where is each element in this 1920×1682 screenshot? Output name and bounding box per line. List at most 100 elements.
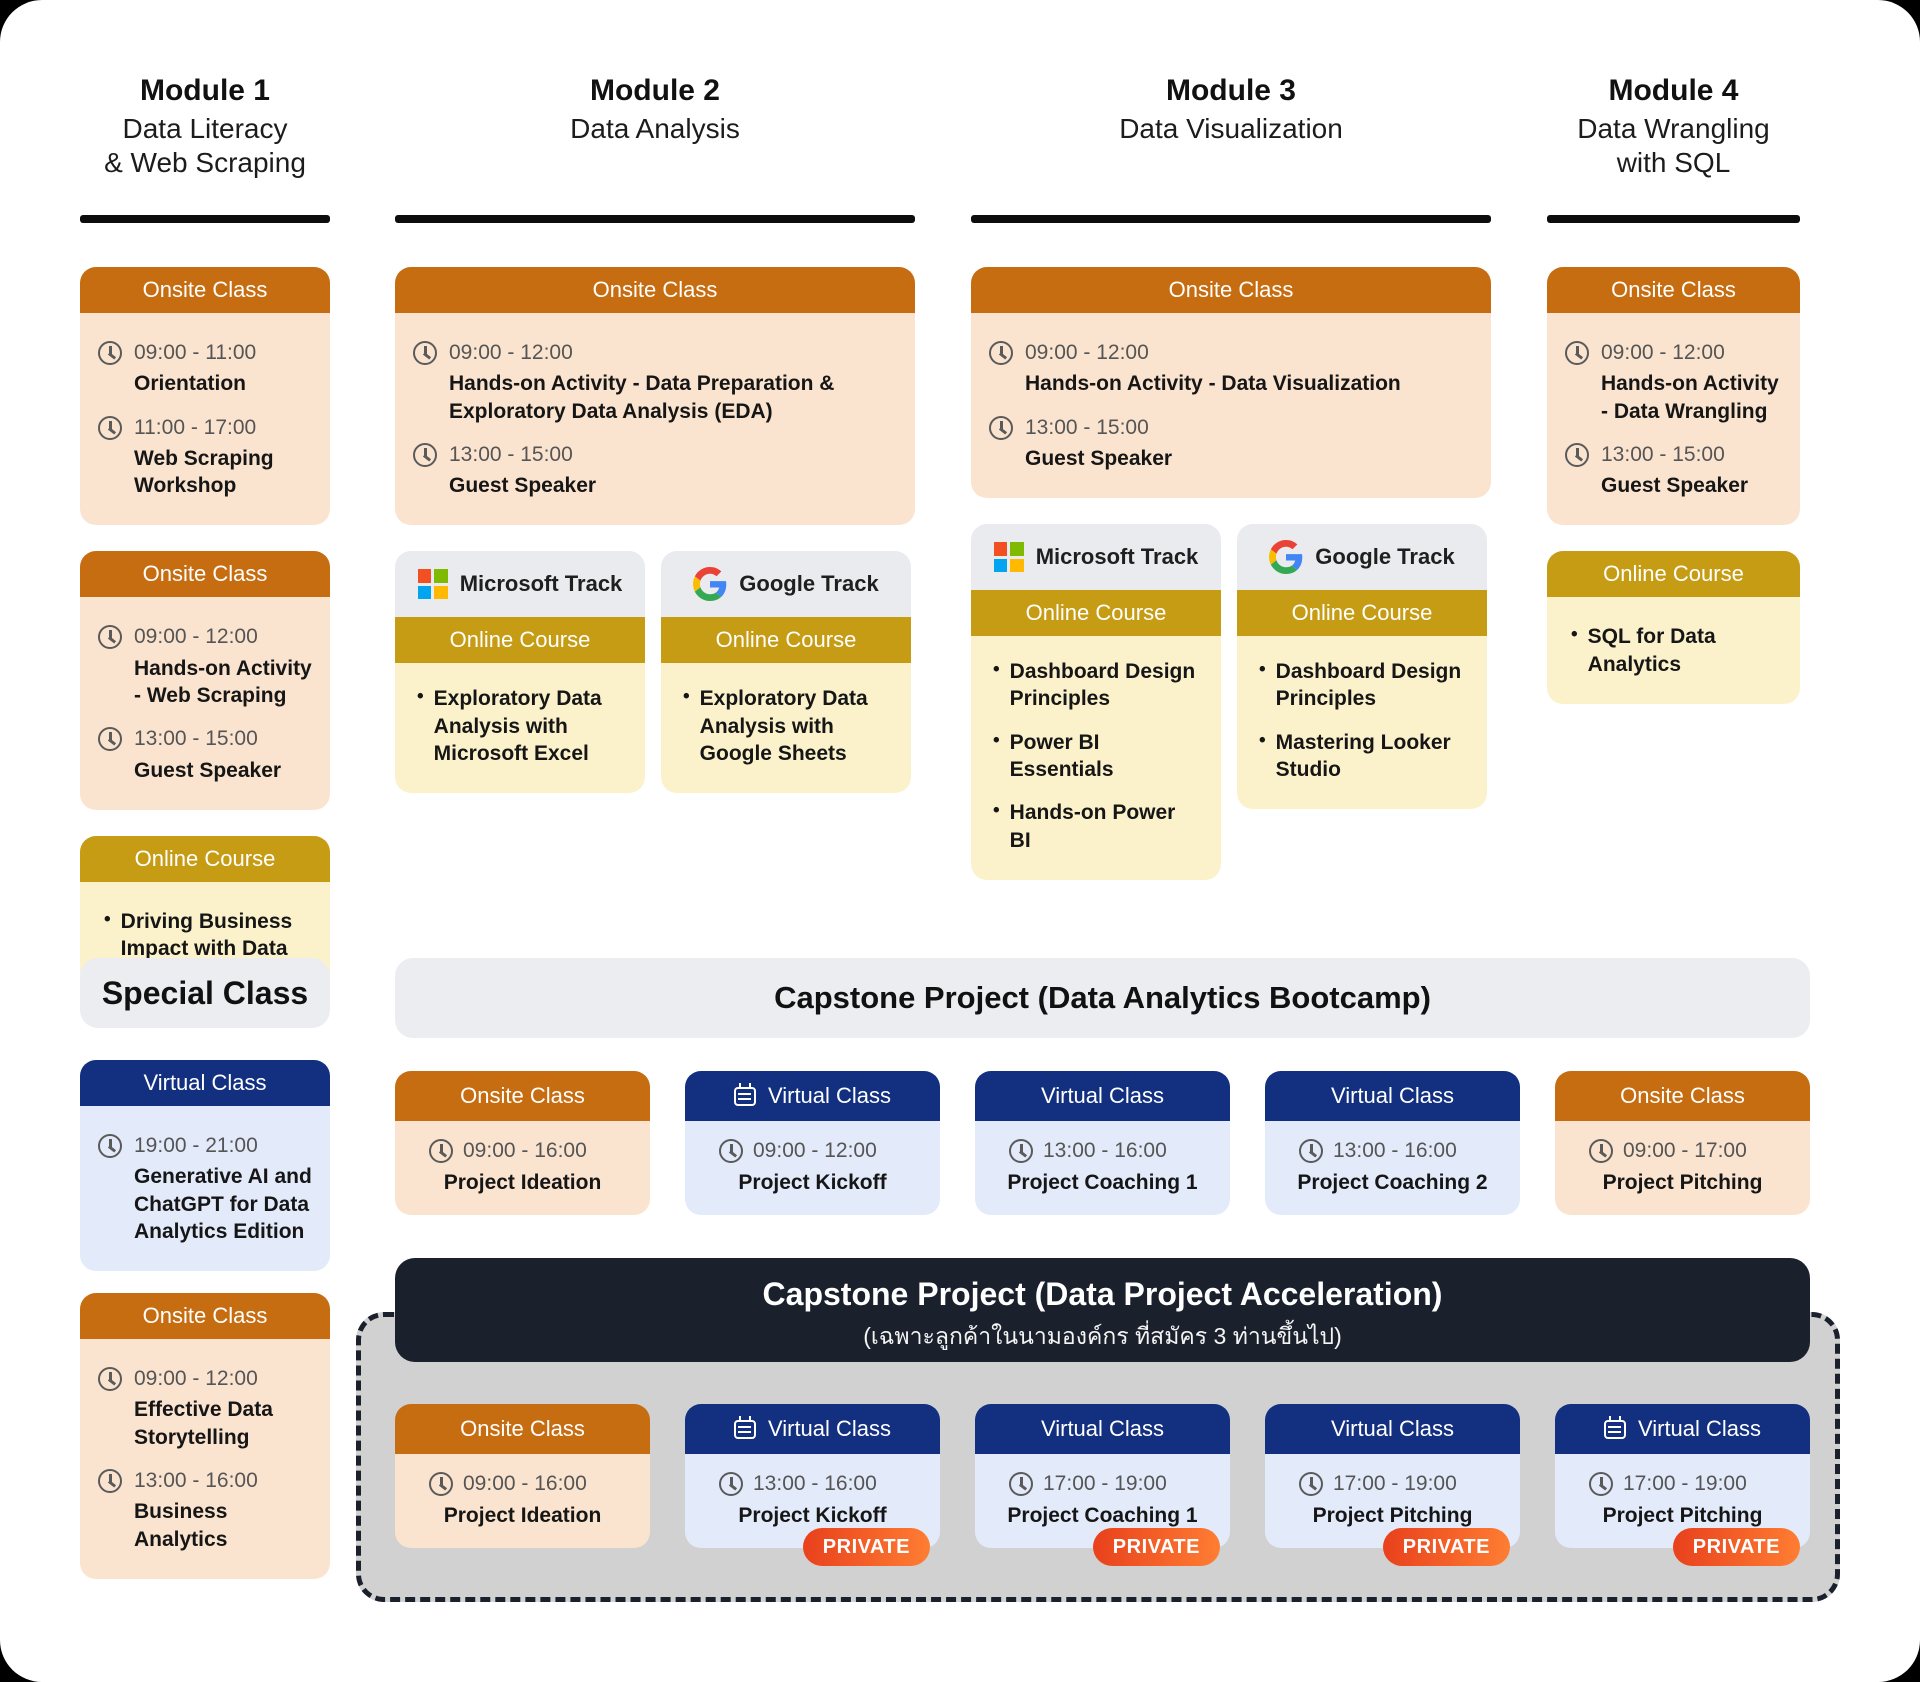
- track-row: Microsoft Track Online Course Dashboard …: [971, 524, 1491, 880]
- session-time: 09:00 - 12:00: [753, 1139, 877, 1162]
- card-header: Virtual Class: [975, 1071, 1230, 1121]
- session-time: 13:00 - 15:00: [1601, 442, 1725, 466]
- capstone-card: Virtual Class 17:00 - 19:00 Project Pitc…: [1555, 1404, 1810, 1566]
- onsite-class-card: Onsite Class 09:00 - 12:00 Hands-on Acti…: [395, 267, 915, 526]
- session-name: Project Pitching: [1312, 1504, 1473, 1528]
- clock-icon: [1589, 1471, 1613, 1496]
- session: 13:00 - 15:00 Guest Speaker: [98, 725, 314, 784]
- session-time: 13:00 - 15:00: [134, 727, 258, 751]
- special-class-header: Special Class: [80, 958, 330, 1028]
- google-logo: [1269, 540, 1303, 575]
- track-header: Microsoft Track: [971, 524, 1221, 591]
- course-item: SQL for Data Analytics: [1565, 623, 1784, 678]
- session-name: Guest Speaker: [449, 474, 597, 498]
- session-time: 09:00 - 12:00: [134, 625, 258, 649]
- clock-icon: [98, 415, 122, 440]
- session-name: Project Kickoff: [738, 1171, 887, 1195]
- module-subtitle: Data Visualization: [1119, 112, 1343, 144]
- clock-icon: [413, 341, 437, 365]
- clock-icon: [429, 1138, 453, 1163]
- module-4-heading: Module 4 Data Wrangling with SQL: [1547, 60, 1800, 223]
- session-time: 13:00 - 16:00: [1333, 1139, 1457, 1162]
- clock-icon: [989, 415, 1013, 440]
- capstone-card: Virtual Class 09:00 - 12:00 Project Kick…: [685, 1071, 940, 1215]
- online-course-card: Online Course SQL for Data Analytics: [1547, 551, 1800, 705]
- session-name: Generative AI and ChatGPT for Data Analy…: [134, 1165, 312, 1243]
- session: 09:00 - 12:00 Hands-on Activity - Data W…: [1565, 339, 1784, 425]
- capstone-card: Virtual Class 17:00 - 19:00 Project Pitc…: [1265, 1404, 1520, 1566]
- capstone-acceleration-row: Onsite Class 09:00 - 16:00 Project Ideat…: [395, 1404, 1810, 1566]
- onsite-class-card: Onsite Class 09:00 - 12:00 Hands-on Acti…: [1547, 267, 1800, 526]
- calendar-icon: [733, 1415, 756, 1439]
- card-header: Virtual Class: [1555, 1404, 1810, 1454]
- card-header: Virtual Class: [1265, 1404, 1520, 1454]
- google-track-card: Google Track Online Course Dashboard Des…: [1237, 524, 1487, 810]
- card-header: Online Course: [80, 835, 330, 882]
- session-time: 13:00 - 16:00: [753, 1472, 877, 1495]
- session-time: 13:00 - 16:00: [134, 1469, 258, 1493]
- card-header: Onsite Class: [80, 1293, 330, 1340]
- session-time: 09:00 - 16:00: [463, 1472, 587, 1495]
- module-title: Module 1: [139, 74, 270, 107]
- module-1-column: Module 1 Data Literacy & Web Scraping On…: [80, 60, 330, 989]
- clock-icon: [1009, 1138, 1033, 1163]
- track-name: Google Track: [739, 571, 879, 597]
- card-header: Onsite Class: [1547, 267, 1800, 313]
- session-name: Project Pitching: [1602, 1504, 1763, 1528]
- card-header: Virtual Class: [80, 1060, 330, 1106]
- clock-icon: [98, 341, 122, 365]
- clock-icon: [719, 1471, 743, 1496]
- session-time: 13:00 - 15:00: [449, 442, 573, 466]
- onsite-class-card: Onsite Class 09:00 - 12:00 Hands-on Acti…: [971, 267, 1491, 499]
- session-name: Project Coaching 1: [1007, 1171, 1198, 1195]
- acceleration-subtitle: (เฉพาะลูกค้าในนามองค์กร ที่สมัคร 3 ท่านข…: [863, 1323, 1342, 1350]
- card-header: Virtual Class: [685, 1404, 940, 1454]
- card-header: Onsite Class: [395, 1404, 650, 1454]
- card-header: Virtual Class: [975, 1404, 1230, 1454]
- session-time: 19:00 - 21:00: [134, 1134, 258, 1157]
- track-header: Microsoft Track: [395, 551, 645, 618]
- calendar-icon: [733, 1082, 756, 1106]
- microsoft-track-card: Microsoft Track Online Course Explorator…: [395, 551, 645, 794]
- session-name: Guest Speaker: [1025, 446, 1173, 470]
- clock-icon: [1565, 341, 1589, 365]
- session: 13:00 - 16:00 Business Analytics: [98, 1467, 314, 1553]
- clock-icon: [429, 1471, 453, 1496]
- clock-icon: [1009, 1471, 1033, 1496]
- module-title: Module 2: [589, 74, 720, 107]
- module-underline: [971, 215, 1491, 223]
- microsoft-logo: [993, 542, 1024, 573]
- clock-icon: [98, 1367, 122, 1392]
- session-name: Hands-on Activity - Web Scraping: [134, 656, 312, 708]
- session-time: 09:00 - 11:00: [134, 341, 257, 364]
- session-name: Hands-on Activity - Data Visualization: [1025, 372, 1401, 396]
- session-name: Project Coaching 2: [1297, 1171, 1488, 1195]
- track-header: Google Track: [661, 551, 911, 618]
- card-header: Virtual Class: [685, 1071, 940, 1121]
- private-badge: PRIVATE: [1672, 1528, 1800, 1566]
- session-name: Project Ideation: [443, 1171, 602, 1195]
- clock-icon: [1565, 442, 1589, 467]
- session-name: Guest Speaker: [134, 758, 282, 782]
- capstone-card: Virtual Class 13:00 - 16:00 Project Kick…: [685, 1404, 940, 1566]
- module-3-heading: Module 3 Data Visualization: [971, 60, 1491, 223]
- module-4-column: Module 4 Data Wrangling with SQL Onsite …: [1547, 60, 1800, 705]
- clock-icon: [98, 727, 122, 752]
- session-time: 17:00 - 19:00: [1043, 1472, 1167, 1495]
- calendar-icon: [1603, 1415, 1626, 1439]
- module-subtitle: Data Wrangling with SQL: [1577, 112, 1770, 178]
- course-item: Dashboard Design Principles: [987, 658, 1201, 713]
- module-underline: [80, 215, 330, 223]
- track-name: Google Track: [1315, 544, 1455, 570]
- course-item: Exploratory Data Analysis with Google Sh…: [677, 685, 891, 767]
- module-1-heading: Module 1 Data Literacy & Web Scraping: [80, 60, 330, 223]
- clock-icon: [98, 625, 122, 650]
- module-subtitle: Data Literacy & Web Scraping: [104, 112, 306, 178]
- track-name: Microsoft Track: [1035, 544, 1199, 570]
- card-header: Virtual Class: [1265, 1071, 1520, 1121]
- session: 09:00 - 12:00 Hands-on Activity - Data P…: [413, 339, 899, 425]
- session: 19:00 - 21:00 Generative AI and ChatGPT …: [98, 1132, 314, 1245]
- private-badge: PRIVATE: [802, 1528, 930, 1566]
- track-row: Microsoft Track Online Course Explorator…: [395, 551, 915, 794]
- card-header: Onsite Class: [971, 267, 1491, 313]
